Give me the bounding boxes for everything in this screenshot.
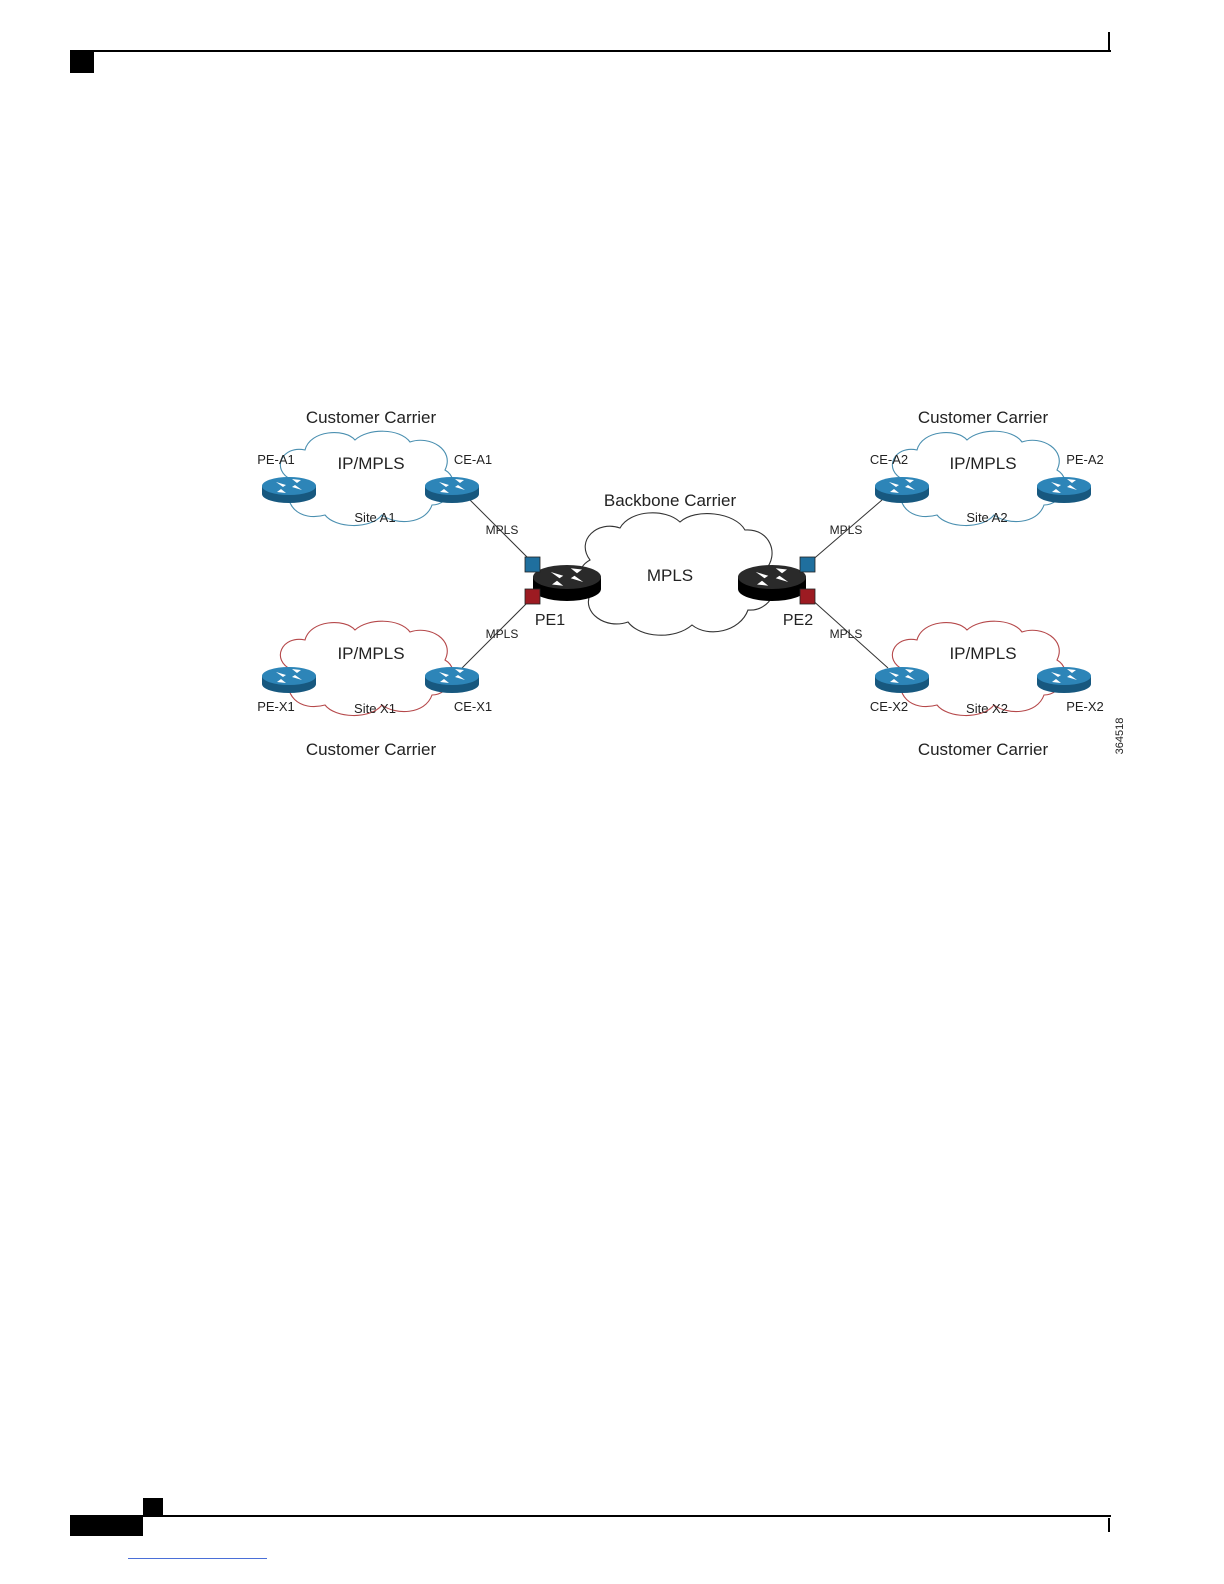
node-label-ce-x1: CE-X1 — [454, 699, 492, 714]
router-icon — [1037, 667, 1091, 693]
node-label-pe-x1: PE-X1 — [257, 699, 295, 714]
site-label-a1: Site A1 — [354, 510, 395, 525]
node-label-pe-a2: PE-A2 — [1066, 452, 1104, 467]
node-label-pe-x2: PE-X2 — [1066, 699, 1104, 714]
backbone-title: Backbone Carrier — [604, 491, 737, 510]
region-label-x2: Customer Carrier — [918, 740, 1049, 759]
cloud-label-a1: IP/MPLS — [337, 454, 404, 473]
site-label-x1: Site X1 — [354, 701, 396, 716]
vrf-red-square-icon — [800, 589, 815, 604]
node-label-ce-x2: CE-X2 — [870, 699, 908, 714]
pe2-label: PE2 — [783, 612, 813, 629]
link-label-mpls-a1: MPLS — [486, 523, 519, 537]
cloud-label-a2: IP/MPLS — [949, 454, 1016, 473]
link-label-mpls-x2: MPLS — [830, 627, 863, 641]
router-icon — [425, 667, 479, 693]
cloud-label-x2: IP/MPLS — [949, 644, 1016, 663]
router-icon — [262, 477, 316, 503]
site-label-x2: Site X2 — [966, 701, 1008, 716]
region-label-a2: Customer Carrier — [918, 408, 1049, 427]
node-label-pe-a1: PE-A1 — [257, 452, 295, 467]
link-label-mpls-x1: MPLS — [486, 627, 519, 641]
router-icon — [875, 667, 929, 693]
pe1-label: PE1 — [535, 612, 565, 629]
link-label-mpls-a2: MPLS — [830, 523, 863, 537]
router-icon — [262, 667, 316, 693]
figure-number: 364518 — [1114, 718, 1126, 755]
region-label-x1: Customer Carrier — [306, 740, 437, 759]
site-label-a2: Site A2 — [966, 510, 1007, 525]
router-icon — [875, 477, 929, 503]
node-label-ce-a1: CE-A1 — [454, 452, 492, 467]
cloud-label-x1: IP/MPLS — [337, 644, 404, 663]
region-label-a1: Customer Carrier — [306, 408, 437, 427]
pe2-router-icon — [738, 565, 806, 601]
vrf-blue-square-icon — [800, 557, 815, 572]
vrf-blue-square-icon — [525, 557, 540, 572]
backbone-cloud-label: MPLS — [647, 566, 693, 585]
router-icon — [1037, 477, 1091, 503]
router-icon — [425, 477, 479, 503]
pe1-router-icon — [533, 565, 601, 601]
node-label-ce-a2: CE-A2 — [870, 452, 908, 467]
vrf-red-square-icon — [525, 589, 540, 604]
